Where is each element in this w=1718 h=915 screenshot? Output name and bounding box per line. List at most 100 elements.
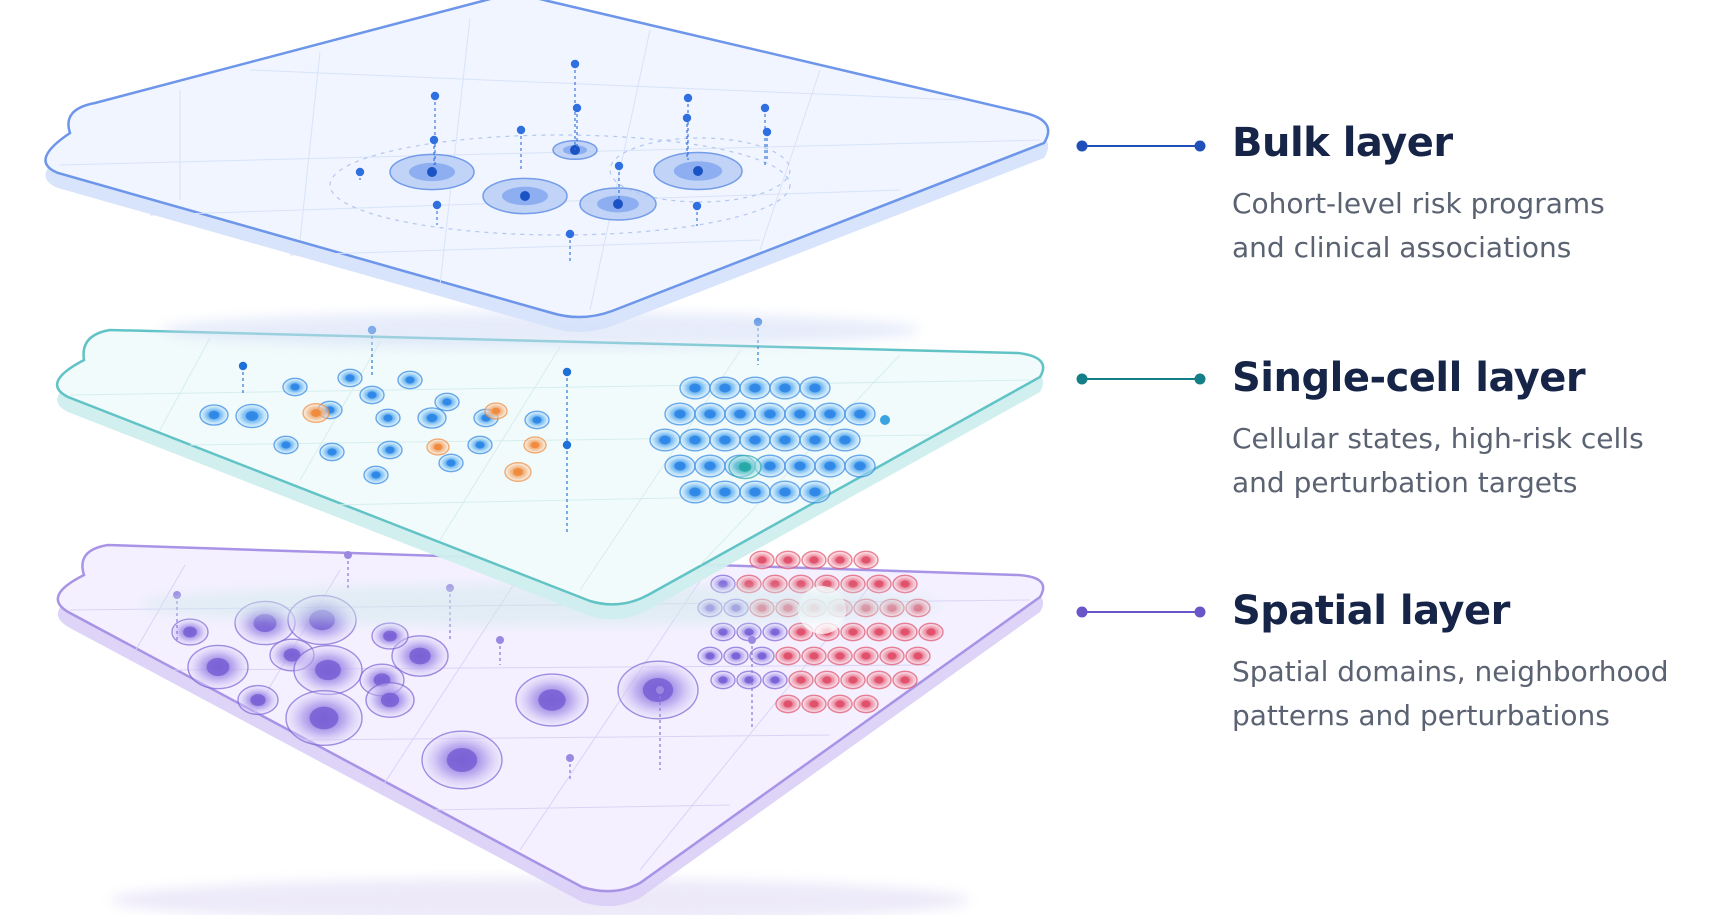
spatial-cluster-cell-42-nucleus — [770, 676, 780, 684]
bulk-pin-12 — [692, 201, 702, 226]
spatial-cell-purple-9-nucleus — [250, 694, 266, 706]
sc-cluster-cell-5-nucleus — [674, 409, 686, 419]
bulk-label-block: Bulk layer Cohort-level risk programs an… — [1232, 122, 1702, 270]
spatial-cluster-cell-22 — [710, 622, 736, 642]
bulk-pin-6-head — [760, 103, 770, 113]
connectors — [1076, 140, 1206, 618]
sc-cluster-cell-24-nucleus — [824, 461, 836, 471]
sc-cluster-cell-27 — [709, 480, 741, 504]
sc-cluster-cell-11 — [844, 402, 876, 426]
sc-cluster-cell-12-nucleus — [659, 435, 671, 445]
spatial-cluster-cell-45 — [840, 670, 866, 690]
sc-cell-blue-6 — [359, 385, 385, 405]
spatial-cluster-cell-42 — [762, 670, 788, 690]
spatial-cluster-cell-0-nucleus — [757, 556, 767, 564]
sc-pin-0 — [238, 361, 248, 395]
sc-cluster-cell-4 — [799, 376, 831, 400]
bulk-pin-2 — [572, 103, 582, 150]
spatial-cluster-cell-34 — [775, 646, 801, 666]
spatial-cluster-cell-36 — [827, 646, 853, 666]
sc-cell-blue-14 — [397, 370, 423, 390]
spatial-cell-purple-0-nucleus — [183, 626, 197, 638]
spatial-cluster-cell-40 — [710, 670, 736, 690]
sc-cluster-cell-3 — [769, 376, 801, 400]
spatial-pin-6 — [344, 551, 352, 590]
sc-cell-blue-1-nucleus — [245, 411, 259, 421]
sc-cell-orange-4 — [504, 461, 532, 483]
spatial-cluster-cell-45-nucleus — [848, 676, 858, 684]
spatial-cluster-cell-47-nucleus — [900, 676, 910, 684]
sc-cell-blue-14-nucleus — [405, 376, 415, 384]
sc-cluster-cell-7-nucleus — [734, 409, 746, 419]
bulk-connector-end-dot — [1194, 140, 1206, 152]
bulk-layer-description: Cohort-level risk programs and clinical … — [1232, 182, 1702, 270]
bulk-pin-5-head — [682, 113, 692, 123]
sc-cluster-cell-11-nucleus — [854, 409, 866, 419]
sc-cluster-cell-23-nucleus — [794, 461, 806, 471]
spatial-cluster-cell-49 — [801, 694, 827, 714]
sc-cluster-cell-9 — [784, 402, 816, 426]
sc-dot-right — [880, 415, 890, 425]
spatial-cluster-cell-11 — [866, 574, 892, 594]
sc-cluster-cell-0 — [679, 376, 711, 400]
spatial-cluster-cell-38-nucleus — [887, 652, 897, 660]
spatial-cell-purple-14 — [421, 730, 503, 790]
spatial-cell-purple-0 — [171, 618, 209, 646]
spatial-cluster-cell-25-nucleus — [796, 628, 806, 636]
bulk-pin-7-head — [762, 127, 772, 137]
spatial-cluster-cell-29 — [892, 622, 918, 642]
bulk-pin-3 — [516, 125, 526, 172]
spatial-cluster-cell-28-nucleus — [874, 628, 884, 636]
spatial-cluster-cell-38 — [879, 646, 905, 666]
spatial-cluster-cell-30-nucleus — [926, 628, 936, 636]
sc-cell-orange-1-nucleus — [433, 443, 443, 451]
spatial-connector — [1076, 606, 1206, 618]
spatial-cluster-cell-47 — [892, 670, 918, 690]
single-cell-connector-end-dot — [1194, 373, 1206, 385]
spatial-cluster-cell-7-nucleus — [770, 580, 780, 588]
bulk-pin-8-head — [614, 161, 624, 171]
spatial-cluster-cell-41-nucleus — [744, 676, 754, 684]
sc-cluster-cell-8-nucleus — [764, 409, 776, 419]
spatial-cell-purple-10 — [285, 689, 363, 747]
sc-cluster-cell-28-nucleus — [749, 487, 761, 497]
spatial-cluster-cell-51 — [853, 694, 879, 714]
sc-pin-2-head — [562, 367, 572, 377]
spatial-cluster-cell-27 — [840, 622, 866, 642]
spatial-cell-purple-11-nucleus — [380, 692, 400, 708]
spatial-cluster-cell-24 — [762, 622, 788, 642]
sc-cell-blue-6-nucleus — [367, 391, 377, 399]
bulk-pin-11 — [565, 229, 575, 262]
bulk-pin-13 — [429, 135, 439, 165]
sc-cell-orange-2-nucleus — [491, 407, 501, 415]
sc-cluster-cell-30-nucleus — [809, 487, 821, 497]
sc-cluster-cell-9-nucleus — [794, 409, 806, 419]
spatial-cluster-cell-34-nucleus — [783, 652, 793, 660]
sc-cluster-cell-20-nucleus — [704, 461, 716, 471]
sc-cluster-cell-16 — [769, 428, 801, 452]
spatial-cell-purple-9 — [237, 684, 279, 716]
spatial-cluster-cell-48 — [775, 694, 801, 714]
spatial-cell-purple-1-nucleus — [206, 658, 230, 676]
sc-cell-blue-1 — [235, 403, 269, 429]
spatial-pin-head-3 — [566, 754, 574, 762]
bulk-pin-10 — [432, 200, 442, 225]
sc-cluster-cell-14-nucleus — [719, 435, 731, 445]
sc-cell-blue-10-nucleus — [442, 398, 452, 406]
spatial-cluster-cell-4-nucleus — [861, 556, 871, 564]
sc-cluster-cell-1-nucleus — [719, 383, 731, 393]
sc-cluster-cell-14 — [709, 428, 741, 452]
sc-pin-2 — [562, 367, 572, 447]
sc-cluster-cell-7 — [724, 402, 756, 426]
spatial-cluster-cell-11-nucleus — [874, 580, 884, 588]
sc-cluster-cell-25 — [844, 454, 876, 478]
spatial-cluster-cell-31-nucleus — [705, 652, 715, 660]
spatial-cluster-cell-44-nucleus — [822, 676, 832, 684]
spatial-cluster-cell-6-nucleus — [744, 580, 754, 588]
single-cell-label-block: Single-cell layer Cellular states, high-… — [1232, 357, 1702, 505]
spatial-cell-purple-14-nucleus — [446, 748, 478, 772]
spatial-cluster-cell-41 — [736, 670, 762, 690]
sc-cluster-cell-18 — [829, 428, 861, 452]
sc-cluster-cell-29-nucleus — [779, 487, 791, 497]
sc-cell-orange-2 — [484, 402, 508, 420]
